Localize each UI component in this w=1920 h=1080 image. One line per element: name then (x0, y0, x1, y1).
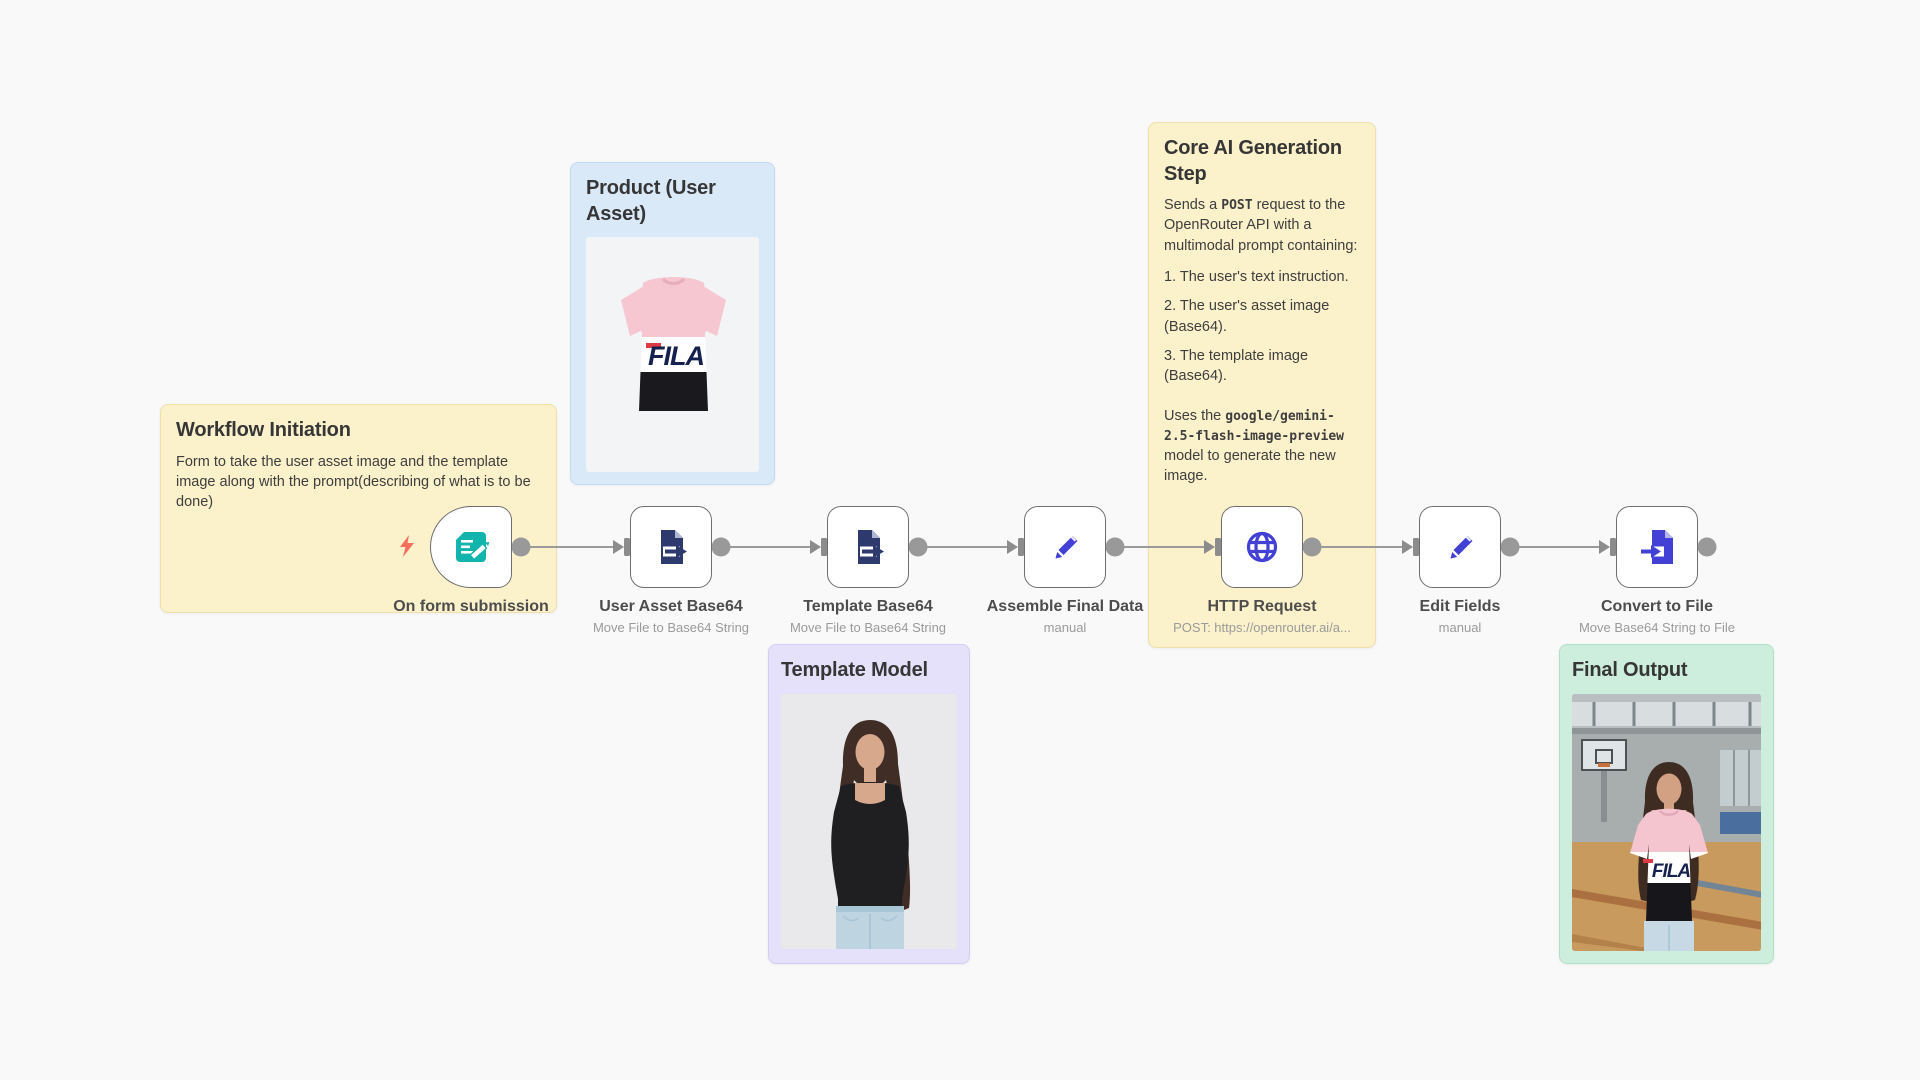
globe-icon (1246, 531, 1278, 563)
sticky-title: Final Output (1572, 659, 1688, 681)
pencil-icon (1055, 535, 1078, 559)
sticky-list-item: 2. The user's asset image (Base64). (1164, 298, 1330, 335)
form-edit-icon (456, 532, 490, 562)
sticky-title: Template Model (781, 659, 928, 681)
sticky-list-item: 3. The template image (Base64). (1164, 347, 1309, 385)
node-user-asset-base64[interactable]: User Asset Base64 Move File to Base64 St… (593, 506, 749, 635)
template-model-image (781, 693, 957, 949)
product-tshirt-image: FILA (586, 237, 759, 473)
sticky-product-user-asset[interactable]: Product (User Asset) FI (570, 162, 775, 485)
node-subtitle: Move File to Base64 String (789, 620, 947, 635)
sticky-title: Core AI Generation Step (1164, 137, 1342, 185)
sticky-template-model[interactable]: Template Model (768, 644, 970, 964)
node-title: Assemble Final Data (986, 598, 1144, 615)
file-export-icon (858, 530, 884, 564)
connection-arrow-icon (613, 540, 1610, 554)
node-title: Template Base64 (803, 598, 933, 615)
node-subtitle: Move File to Base64 String (592, 620, 750, 635)
node-http-request[interactable]: HTTP Request POST: https://openrouter.ai… (1173, 506, 1351, 635)
lightning-icon (400, 535, 414, 557)
node-template-base64[interactable]: Template Base64 Move File to Base64 Stri… (790, 506, 946, 635)
node-title: On form submission (393, 598, 549, 615)
sticky-title: Product (User Asset) (586, 177, 716, 225)
node-subtitle: manual (1438, 620, 1482, 635)
final-output-image: FILA (1572, 693, 1761, 951)
node-subtitle: POST: https://openrouter.ai/a... (1173, 620, 1351, 635)
sticky-title: Workflow Initiation (176, 419, 351, 441)
node-assemble-final-data[interactable]: Assemble Final Data manual (987, 506, 1143, 635)
fila-logo-text: FILA (1652, 861, 1690, 882)
node-subtitle: manual (1043, 620, 1087, 635)
fila-logo-text: FILA (648, 341, 704, 371)
node-title: HTTP Request (1207, 598, 1317, 615)
sticky-paragraph: Uses the google/gemini-2.5-flash-image-p… (1164, 407, 1345, 485)
sticky-final-output[interactable]: Final Output (1559, 644, 1774, 964)
sticky-paragraph: Sends a POST request to the OpenRouter A… (1164, 197, 1358, 254)
node-subtitle: Move Base64 String to File (1578, 620, 1736, 635)
node-title: User Asset Base64 (599, 598, 743, 615)
input-port[interactable] (624, 538, 1616, 556)
node-convert-to-file[interactable]: Convert to File Move Base64 String to Fi… (1579, 506, 1735, 635)
sticky-body: Form to take the user asset image and th… (176, 453, 531, 511)
pencil-icon (1450, 535, 1473, 559)
file-export-icon (661, 530, 687, 564)
file-import-icon (1641, 530, 1673, 564)
node-on-form-submission[interactable]: On form submission (393, 506, 549, 615)
sticky-list-item: 1. The user's text instruction. (1164, 269, 1349, 286)
output-port[interactable] (511, 537, 1717, 557)
node-title: Convert to File (1600, 598, 1713, 615)
node-edit-fields[interactable]: Edit Fields manual (1419, 506, 1501, 635)
node-title: Edit Fields (1419, 598, 1501, 615)
